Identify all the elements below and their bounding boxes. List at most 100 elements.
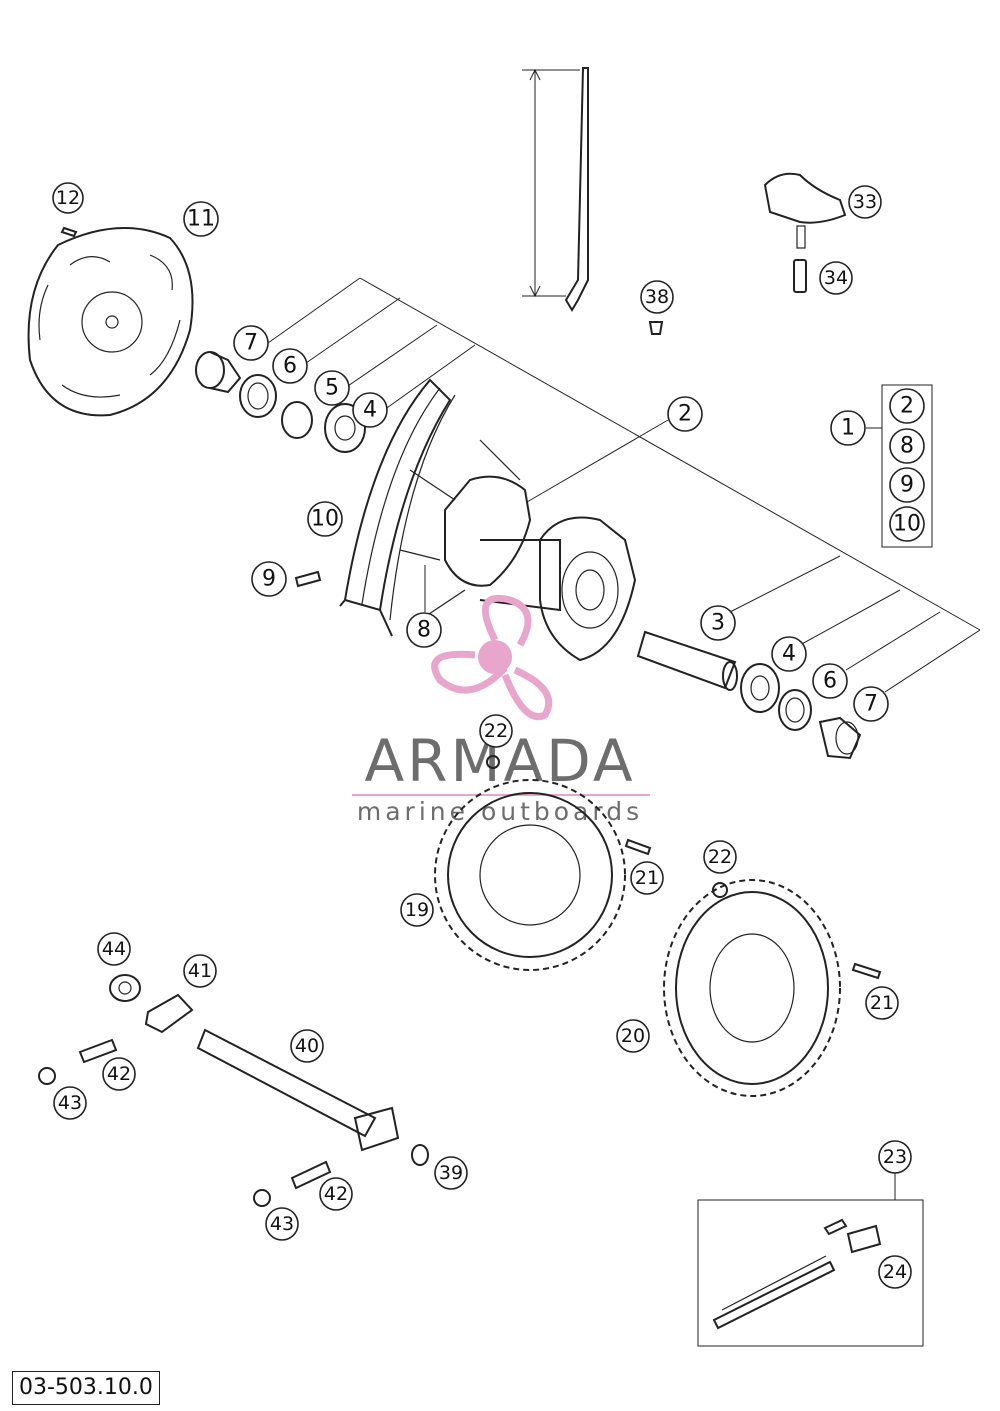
callout-label: 6 <box>823 669 837 694</box>
brake-disc <box>27 227 194 417</box>
callout-20: 20 <box>616 1019 650 1053</box>
callout-42-b: 42 <box>319 1177 353 1211</box>
callout-41: 41 <box>183 954 217 988</box>
callout-43-b: 43 <box>265 1207 299 1241</box>
adjuster-bolt-42a <box>78 1038 118 1064</box>
callout-label: 33 <box>853 191 877 213</box>
callout-22-a: 22 <box>479 714 513 748</box>
spacer-7-left <box>195 351 242 394</box>
kit-content-label: 10 <box>893 512 921 537</box>
callout-label: 4 <box>782 642 796 667</box>
assembly-leader-lines <box>267 277 981 693</box>
spoke-nipple-38 <box>648 321 664 335</box>
callout-6-left: 6 <box>272 348 308 384</box>
rim <box>339 378 452 637</box>
callout-8: 8 <box>406 612 442 648</box>
axle-nut-44 <box>109 974 141 1002</box>
callout-34: 34 <box>819 261 853 295</box>
callout-label: 20 <box>621 1025 645 1047</box>
rim-tape-8 <box>389 394 456 621</box>
kit-content-10: 10 <box>889 506 925 542</box>
seal-6-right <box>778 689 812 731</box>
bearing-4-right <box>740 663 780 713</box>
callout-label: 22 <box>708 846 732 868</box>
callout-22-b: 22 <box>703 840 737 874</box>
spacer-7-right <box>818 716 862 760</box>
callout-43-a: 43 <box>53 1086 87 1120</box>
callout-44: 44 <box>97 932 131 966</box>
callout-24: 24 <box>878 1255 912 1289</box>
callout-label: 3 <box>711 611 725 636</box>
callout-19: 19 <box>400 893 434 927</box>
watermark-logo: ARMADA marine outboards <box>352 595 650 826</box>
callout-6-right: 6 <box>812 663 848 699</box>
sprocket-19 <box>434 779 626 971</box>
kit-group-box <box>866 384 933 548</box>
callout-7-right: 7 <box>853 686 889 722</box>
adjuster-bolt-42b <box>290 1160 332 1190</box>
valve-nut-34 <box>793 259 807 293</box>
callout-4-right: 4 <box>771 636 807 672</box>
kit-content-9: 9 <box>889 467 925 503</box>
bearing-4-left <box>324 403 366 453</box>
callout-label: 44 <box>102 938 126 960</box>
callout-label: 40 <box>295 1035 319 1057</box>
callout-label: 19 <box>405 899 429 921</box>
callout-40: 40 <box>290 1029 324 1063</box>
nut-22a <box>486 755 500 769</box>
callout-label: 11 <box>187 207 215 232</box>
chain-adjuster-41 <box>144 993 194 1034</box>
callout-12: 12 <box>52 182 84 214</box>
circlip-5 <box>281 401 313 439</box>
callout-label: 21 <box>635 867 659 889</box>
callout-1-kit: 1 <box>830 410 866 446</box>
kit-main-label: 1 <box>841 416 855 441</box>
kit-content-2: 2 <box>889 388 925 424</box>
callout-label: 5 <box>325 376 339 401</box>
callout-21-a: 21 <box>630 861 664 895</box>
callout-label: 4 <box>363 398 377 423</box>
disc-screw <box>60 226 78 238</box>
callout-label: 24 <box>883 1261 907 1283</box>
callout-3: 3 <box>700 605 736 641</box>
callout-38: 38 <box>640 280 674 314</box>
callout-23: 23 <box>878 1140 912 1174</box>
nut-22b <box>712 882 728 898</box>
callout-label: 23 <box>883 1146 907 1168</box>
sprocket-20 <box>663 879 841 1097</box>
callout-21-b: 21 <box>865 986 899 1020</box>
plug-39 <box>411 1144 429 1166</box>
callout-label: 8 <box>417 618 431 643</box>
seal-6-left <box>239 374 277 418</box>
callout-label: 39 <box>439 1162 463 1184</box>
nut-43b <box>253 1189 271 1207</box>
callout-label: 2 <box>678 402 692 427</box>
spoke <box>522 67 589 312</box>
callout-7-left: 7 <box>233 325 269 361</box>
watermark-tagline: marine outboards <box>357 797 643 826</box>
callout-42-a: 42 <box>102 1057 136 1091</box>
kit-content-label: 9 <box>900 473 914 498</box>
callout-label: 7 <box>244 331 258 356</box>
callout-label: 21 <box>870 992 894 1014</box>
callout-label: 43 <box>270 1213 294 1235</box>
chain-box <box>697 1172 924 1347</box>
callout-label: 38 <box>645 286 669 308</box>
kit-content-label: 8 <box>900 434 914 459</box>
callout-label: 42 <box>324 1183 348 1205</box>
callout-label: 7 <box>864 692 878 717</box>
callout-33: 33 <box>848 185 882 219</box>
rim-lock-9 <box>294 570 322 588</box>
callout-label: 42 <box>107 1063 131 1085</box>
screw-21a <box>624 838 652 856</box>
callout-9: 9 <box>251 561 287 597</box>
axle-40 <box>196 1028 400 1152</box>
callout-label: 41 <box>188 960 212 982</box>
valve-cap-33 <box>763 172 847 249</box>
screw-21b <box>851 962 882 980</box>
nut-43a <box>38 1067 56 1085</box>
callout-10: 10 <box>307 501 343 537</box>
kit-content-8: 8 <box>889 428 925 464</box>
